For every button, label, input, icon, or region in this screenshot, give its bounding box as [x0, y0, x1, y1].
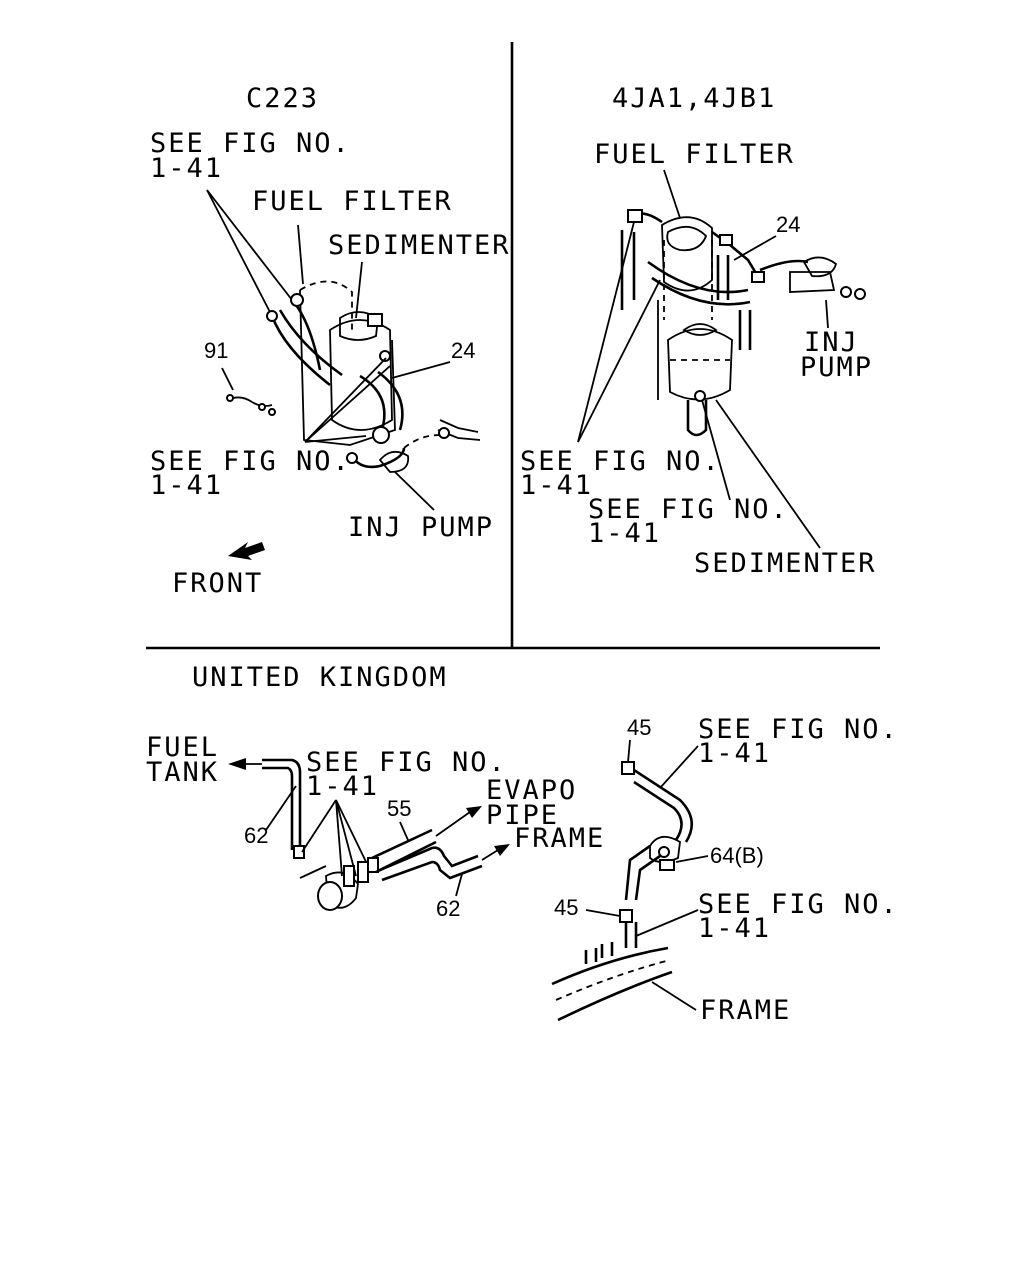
arrow-icon	[494, 844, 510, 856]
inj-pump-label: INJ PUMP	[348, 512, 494, 543]
part-number-24: 24	[451, 338, 475, 363]
see-fig-number: 1-41	[588, 518, 661, 549]
see-fig-number: 1-41	[698, 738, 771, 769]
see-fig-label: SEE FIG NO.	[698, 714, 899, 745]
see-fig-label: SEE FIG NO.	[306, 747, 507, 778]
panel-title-4ja1-4jb1: 4JA1,4JB1	[612, 83, 776, 114]
panel-united-kingdom: UNITED KINGDOM FUEL TANK SEE FIG NO. 1-4…	[146, 662, 899, 1026]
panel-title-united-kingdom: UNITED KINGDOM	[192, 662, 448, 693]
sedimenter-label: SEDIMENTER	[328, 230, 511, 261]
panel-title-c223: C223	[246, 83, 319, 114]
evapo-pipe-label: PIPE	[486, 800, 559, 831]
evapo-pipe-label: EVAPO	[486, 775, 577, 806]
inj-pump-label: INJ	[804, 327, 859, 358]
part-number-64b: 64(B)	[710, 843, 764, 868]
part-number-45: 45	[627, 715, 651, 740]
see-fig-label: SEE FIG NO.	[698, 889, 899, 920]
front-arrow-icon	[228, 542, 265, 560]
see-fig-number: 1-41	[520, 470, 593, 501]
see-fig-number: 1-41	[150, 470, 223, 501]
panel-4ja1-4jb1: 4JA1,4JB1 FUEL FILTER 24 INJ PUMP SEE FI…	[520, 83, 877, 579]
frame-label: FRAME	[700, 995, 791, 1026]
frame-arrow-label: FRAME	[514, 823, 605, 854]
sedimenter-label: SEDIMENTER	[694, 548, 877, 579]
part-number-24: 24	[776, 212, 800, 237]
see-fig-label: SEE FIG NO.	[150, 446, 351, 477]
front-label: FRONT	[172, 568, 263, 599]
see-fig-number: 1-41	[150, 153, 223, 184]
fuel-filter-label: FUEL FILTER	[252, 186, 453, 217]
arrow-icon	[466, 806, 482, 818]
part-number-62: 62	[436, 896, 460, 921]
arrow-icon	[228, 758, 246, 770]
fuel-tank-label: FUEL	[146, 732, 219, 763]
see-fig-label: SEE FIG NO.	[150, 128, 351, 159]
part-number-45: 45	[554, 895, 578, 920]
fuel-filter-label: FUEL FILTER	[594, 139, 795, 170]
see-fig-label: SEE FIG NO.	[520, 446, 721, 477]
see-fig-number: 1-41	[306, 771, 379, 802]
part-number-62: 62	[244, 823, 268, 848]
fuel-tank-label: TANK	[146, 757, 219, 788]
uk-left-drawing	[228, 758, 510, 911]
panel-c223: C223 SEE FIG NO. 1-41 FUEL FILTER SEDIME…	[150, 83, 511, 599]
c223-drawing	[206, 189, 481, 511]
inj-pump-label: PUMP	[800, 352, 873, 383]
part-number-55: 55	[387, 796, 411, 821]
part-number-91: 91	[204, 338, 228, 363]
see-fig-label: SEE FIG NO.	[588, 494, 789, 525]
4j-drawing	[577, 169, 866, 549]
uk-right-drawing	[551, 739, 709, 1022]
see-fig-number: 1-41	[698, 913, 771, 944]
